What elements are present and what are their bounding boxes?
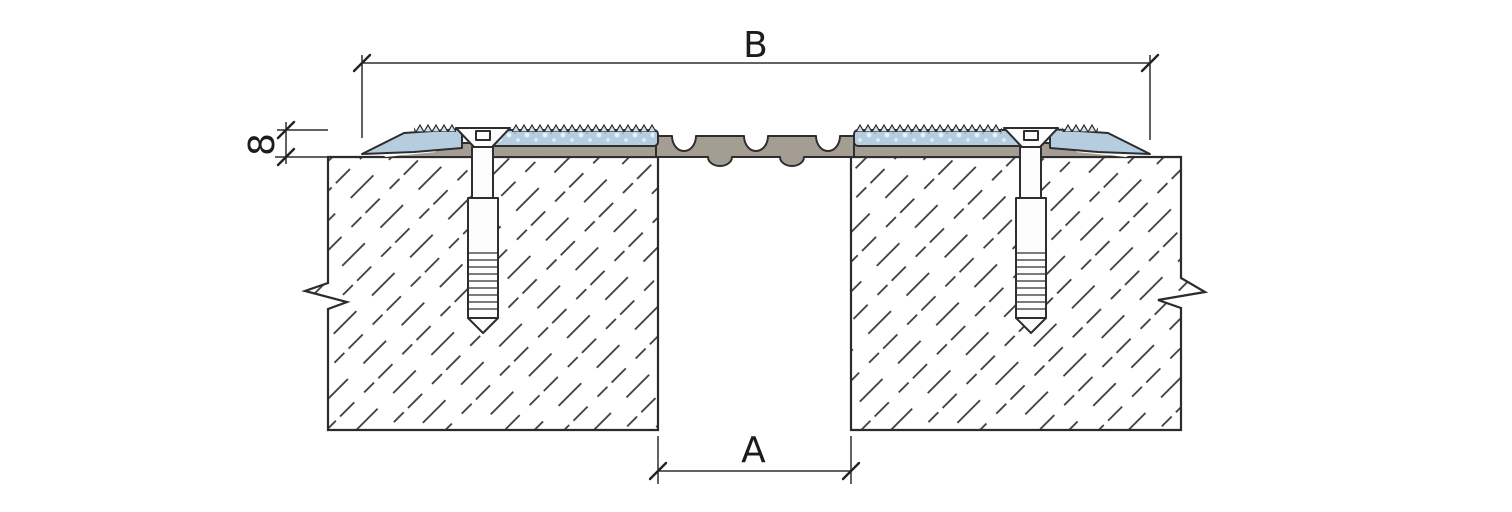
teeth-insert-right xyxy=(856,124,1002,132)
edge-ramp-left xyxy=(361,128,463,155)
screw-drive-recess xyxy=(475,130,491,141)
screw-tip xyxy=(467,317,499,334)
dimension-joint-gap: A xyxy=(648,430,861,484)
screw-shank xyxy=(471,146,494,199)
dimension-profile-height: 8 xyxy=(242,120,328,167)
dimension-tick xyxy=(648,461,668,481)
dimension-overall-width: B xyxy=(352,25,1160,140)
dimension-label-b: B xyxy=(743,25,769,66)
teeth-ramp-left xyxy=(414,124,456,132)
dimension-tick xyxy=(1140,53,1160,73)
dimension-tick xyxy=(352,53,372,73)
teeth-insert-left xyxy=(512,124,656,132)
teeth-ramp-right xyxy=(1062,124,1098,132)
expansion-corrugation xyxy=(655,135,855,167)
edge-ramp-right xyxy=(1049,128,1151,155)
dimension-label-8: 8 xyxy=(242,132,283,156)
dimension-tick xyxy=(276,147,296,167)
screw-left xyxy=(455,127,511,334)
dimension-tick xyxy=(841,461,861,481)
screw-anchor-sleeve xyxy=(467,197,499,319)
dimension-tick xyxy=(276,120,296,140)
antislip-texture-left xyxy=(494,132,654,144)
screw-thread-lines xyxy=(468,252,498,310)
serration-rows xyxy=(414,124,1098,132)
antislip-texture-right xyxy=(858,132,1018,144)
dimension-label-a: A xyxy=(741,430,767,471)
